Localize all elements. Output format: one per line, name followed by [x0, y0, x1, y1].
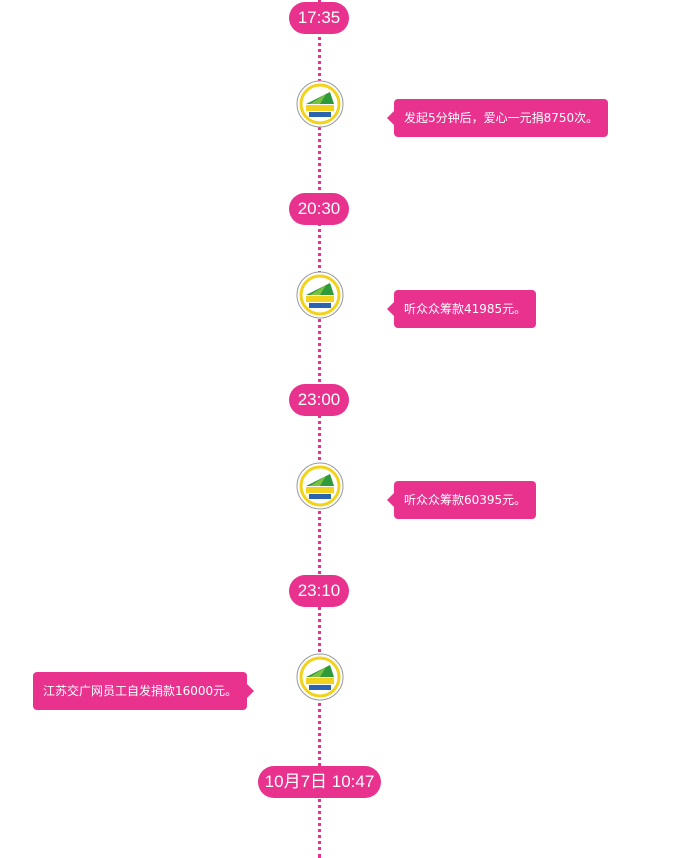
timeline-line	[318, 0, 321, 858]
time-label-oct7: 10月7日 10:47	[258, 766, 381, 798]
time-label-2300: 23:00	[289, 384, 349, 416]
event-bubble: 听众众筹款41985元。	[386, 290, 537, 328]
time-label-1735: 17:35	[289, 2, 349, 34]
station-logo-icon	[296, 271, 344, 319]
event-bubble: 发起5分钟后，爱心一元捐8750次。	[386, 99, 609, 137]
event-bubble: 听众众筹款60395元。	[386, 481, 537, 519]
time-label-2030: 20:30	[289, 193, 349, 225]
station-logo-icon	[296, 462, 344, 510]
time-label-2310: 23:10	[289, 575, 349, 607]
event-bubble: 江苏交广网员工自发捐款16000元。	[33, 672, 255, 710]
station-logo-icon	[296, 80, 344, 128]
station-logo-icon	[296, 653, 344, 701]
